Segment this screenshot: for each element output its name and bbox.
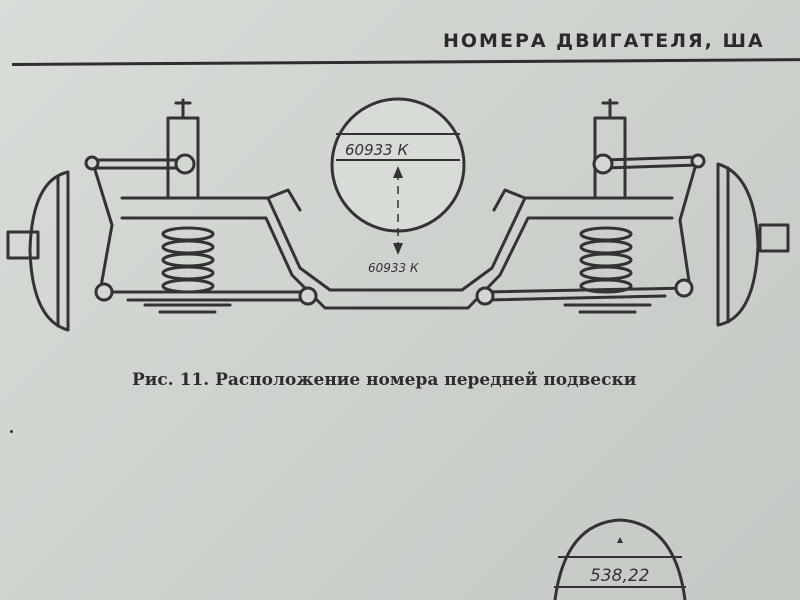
bottom-figure-callout: 538,22 bbox=[553, 518, 687, 600]
page-speck bbox=[10, 430, 13, 433]
left-brake-drum bbox=[28, 170, 70, 332]
frame-number: 60933 К bbox=[368, 261, 419, 275]
right-coil-spring bbox=[579, 226, 633, 294]
header-rule bbox=[11, 58, 800, 66]
left-coil-spring bbox=[161, 226, 215, 294]
callout-number: 60933 К bbox=[345, 141, 409, 159]
page-header: НОМЕРА ДВИГАТЕЛЯ, ША bbox=[443, 30, 765, 52]
right-upper-arm bbox=[601, 155, 700, 170]
left-lower-arm bbox=[98, 290, 310, 302]
left-knuckle bbox=[90, 158, 114, 294]
front-suspension-drawing: 60933 К 60933 К bbox=[6, 97, 790, 332]
crossmember bbox=[120, 196, 674, 310]
figure-caption: Рис. 11. Расположение номера передней по… bbox=[132, 370, 637, 390]
right-knuckle bbox=[678, 155, 700, 290]
bottom-figure-number: 538,22 bbox=[590, 566, 649, 586]
callout-circle bbox=[330, 97, 466, 233]
right-brake-drum bbox=[716, 162, 760, 327]
left-upper-arm bbox=[90, 158, 187, 170]
